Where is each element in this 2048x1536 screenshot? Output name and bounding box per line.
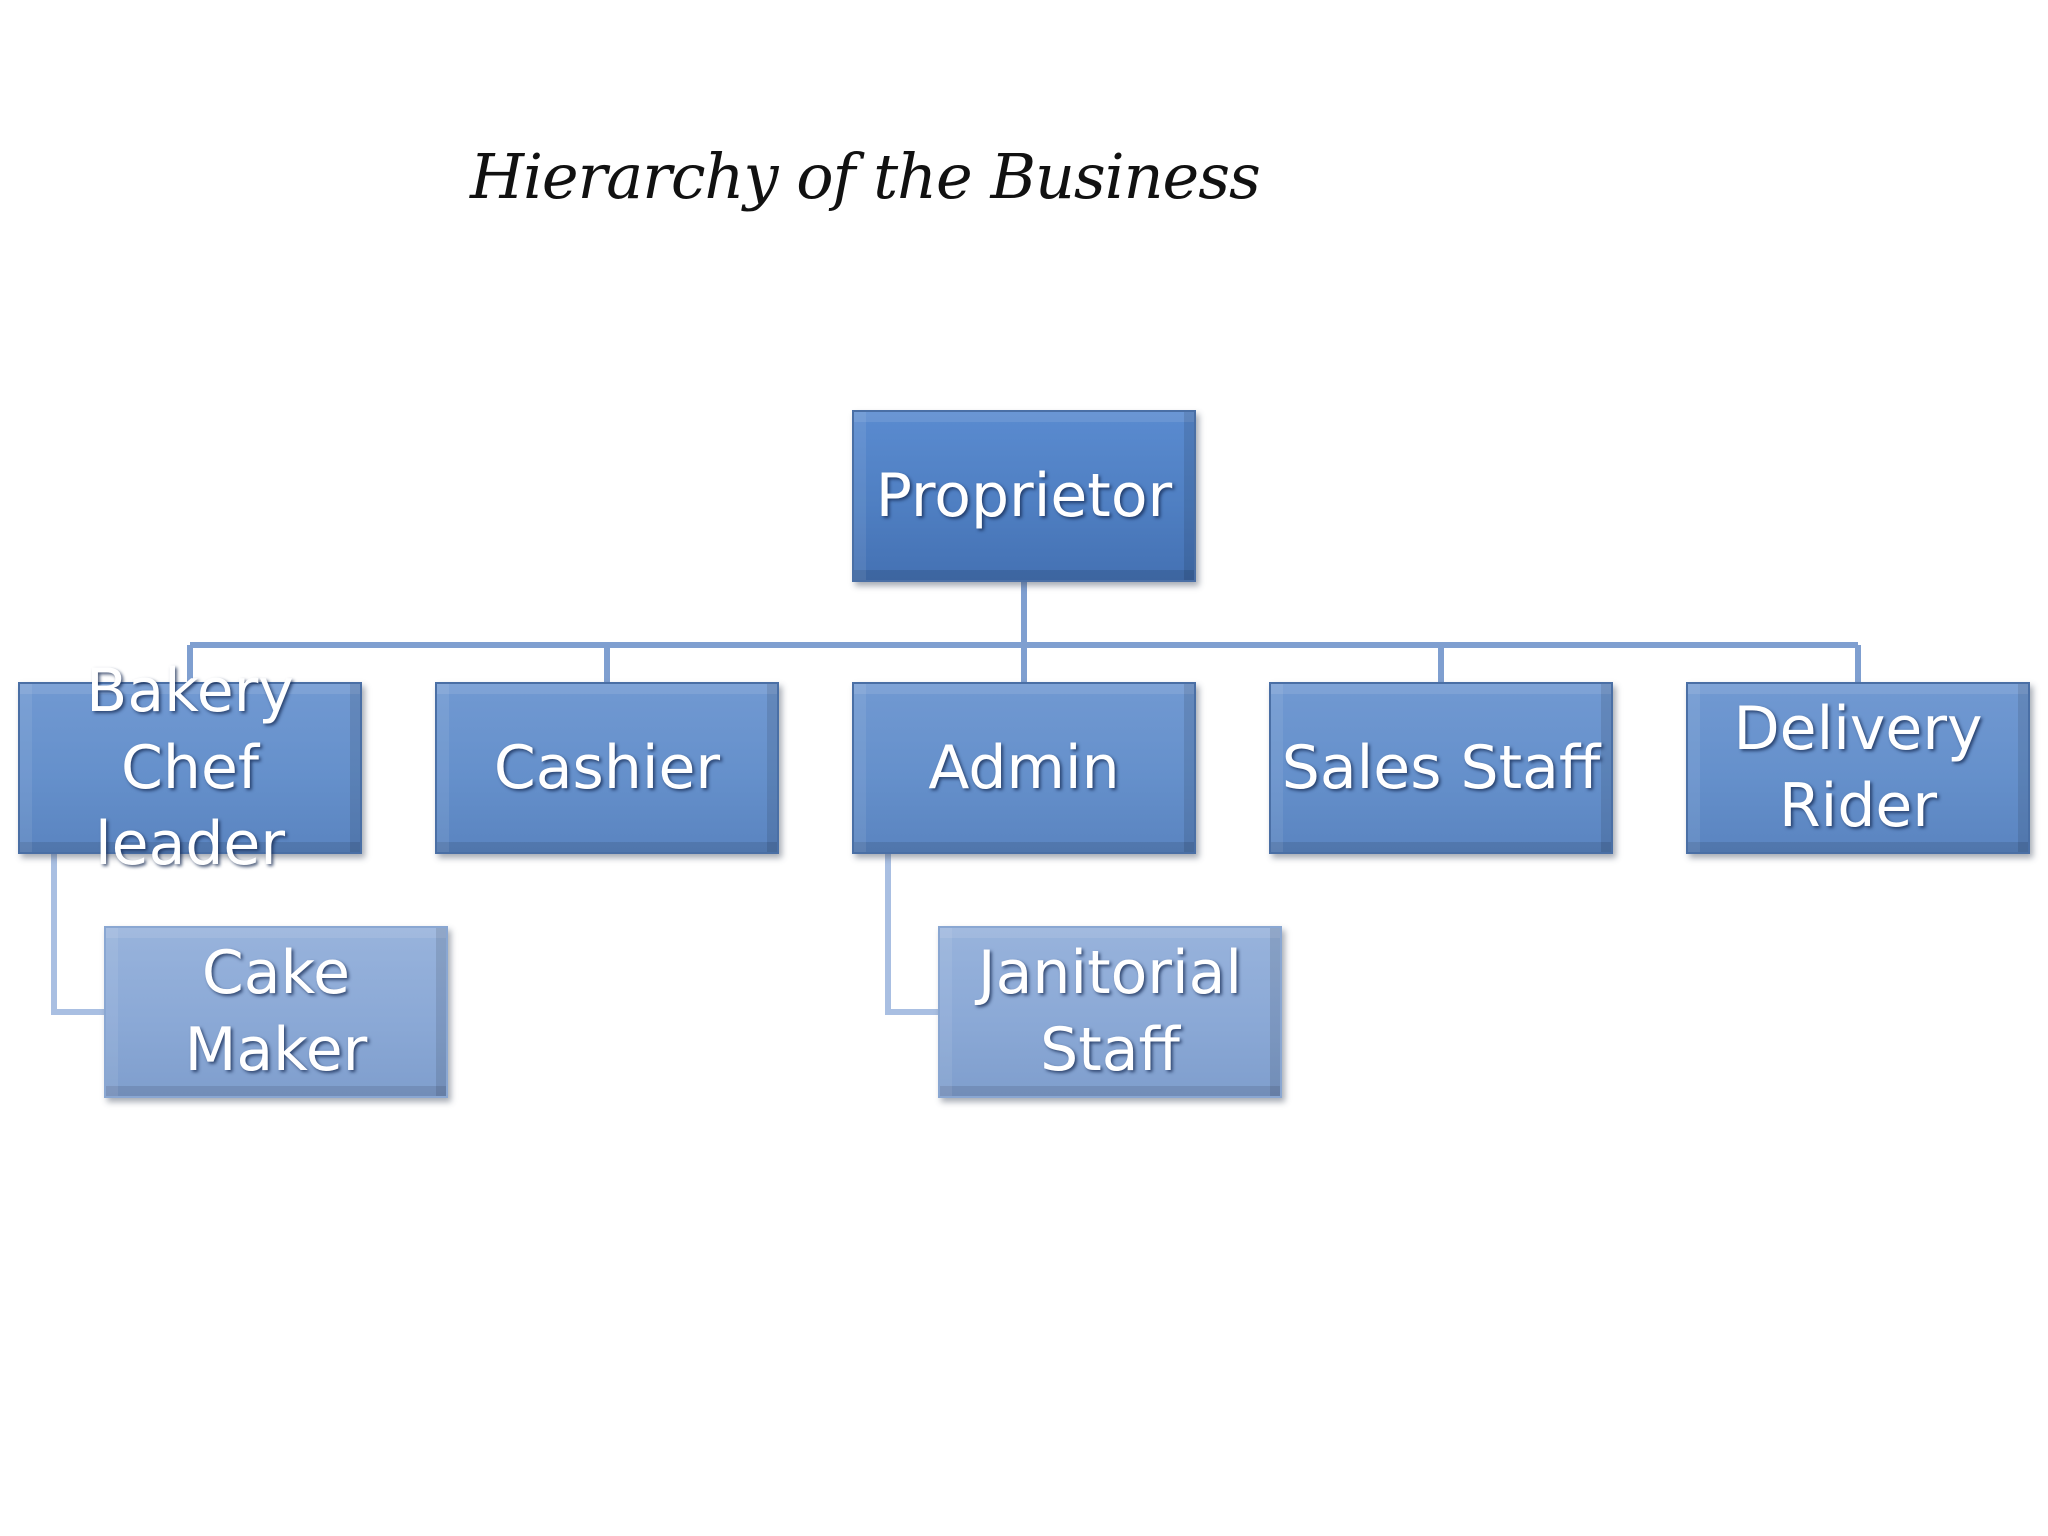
node-proprietor: Proprietor xyxy=(852,410,1196,582)
connector-admin-janitorial xyxy=(885,852,940,1015)
node-cashier: Cashier xyxy=(435,682,779,854)
node-janitorial-staff: Janitorial Staff xyxy=(938,926,1282,1098)
node-cake-maker: Cake Maker xyxy=(104,926,448,1098)
node-admin: Admin xyxy=(852,682,1196,854)
connector-bakery-cakemaker xyxy=(51,852,106,1015)
node-delivery-rider: Delivery Rider xyxy=(1686,682,2030,854)
node-bakery-chef-leader: Bakery Chef leader xyxy=(18,656,362,879)
node-sales-staff: Sales Staff xyxy=(1269,682,1613,854)
slide-title: Hierarchy of the Business xyxy=(470,140,1261,213)
